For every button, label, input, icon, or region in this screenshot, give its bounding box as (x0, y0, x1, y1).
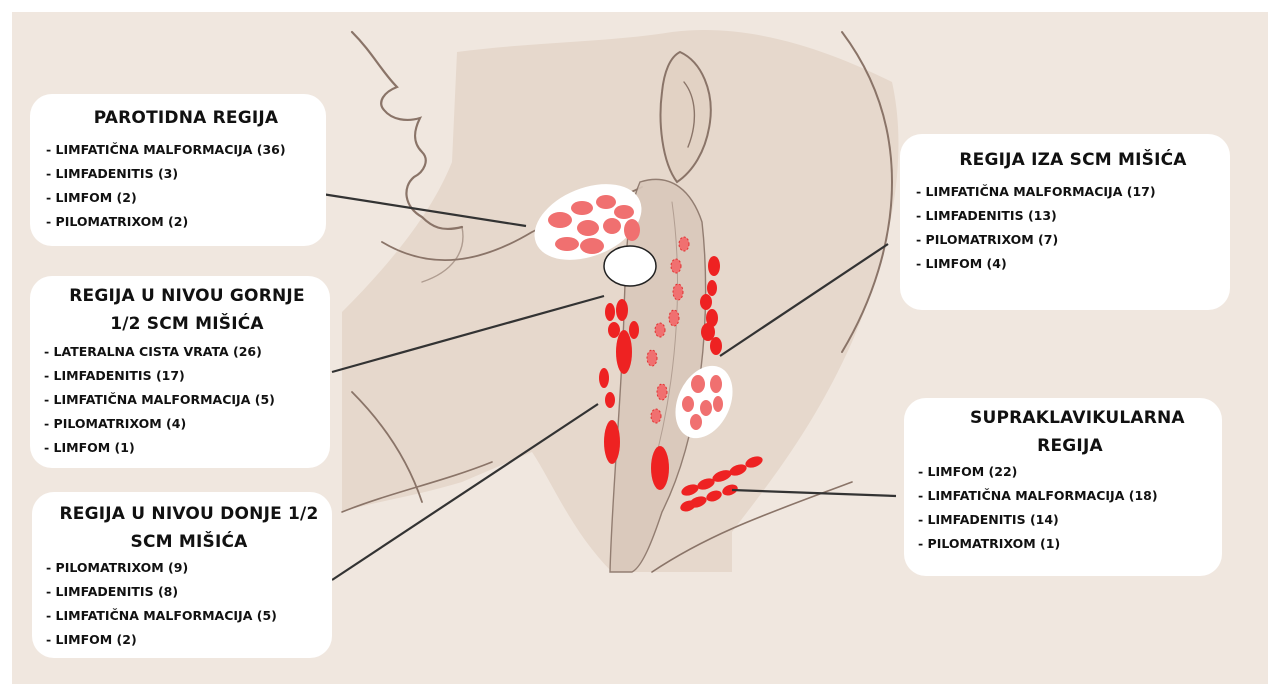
lesion-marker (682, 396, 694, 412)
lesion-marker (571, 201, 593, 215)
lesion-marker (608, 322, 620, 338)
lesion-marker (655, 323, 665, 337)
lesion-marker (700, 400, 712, 416)
lesion-marker (577, 220, 599, 236)
list-item: LIMFATIČNA MALFORMACIJA (5) (44, 388, 330, 412)
lesion-marker (673, 284, 683, 300)
list-item: LIMFOM (2) (46, 628, 332, 652)
list-item: LIMFADENITIS (13) (916, 204, 1230, 228)
list-item: LIMFATIČNA MALFORMACIJA (18) (918, 484, 1222, 508)
lesion-marker (700, 294, 712, 310)
lesion-marker (603, 218, 621, 234)
list-item: LIMFADENITIS (3) (46, 162, 326, 186)
list-item: LIMFADENITIS (8) (46, 580, 332, 604)
list-item: PILOMATRIXOM (9) (46, 556, 332, 580)
list-item: PILOMATRIXOM (1) (918, 532, 1222, 556)
lesion-marker (713, 396, 723, 412)
angle-highlight (604, 246, 656, 286)
lesion-marker (614, 205, 634, 219)
item-list: PILOMATRIXOM (9) LIMFADENITIS (8) LIMFAT… (46, 556, 332, 652)
card-title: REGIJA U NIVOU GORNJE 1/2 SCM MIŠIĆA (52, 282, 322, 338)
lesion-marker (604, 420, 620, 464)
list-item: PILOMATRIXOM (7) (916, 228, 1230, 252)
diagram-canvas: PAROTIDNA REGIJA LIMFATIČNA MALFORMACIJA… (12, 12, 1268, 684)
card-supraclavicular: SUPRAKLAVIKULARNA REGIJA LIMFOM (22) LIM… (904, 398, 1222, 576)
list-item: LIMFATIČNA MALFORMACIJA (36) (46, 138, 326, 162)
lesion-marker (669, 310, 679, 326)
card-title: REGIJA U NIVOU DONJE 1/2 SCM MIŠIĆA (54, 500, 324, 556)
item-list: LIMFATIČNA MALFORMACIJA (17) LIMFADENITI… (916, 180, 1230, 276)
lesion-marker (605, 392, 615, 408)
card-title: SUPRAKLAVIKULARNA REGIJA (970, 404, 1170, 460)
lesion-marker (616, 299, 628, 321)
lesion-marker (651, 446, 669, 490)
list-item: LIMFATIČNA MALFORMACIJA (5) (46, 604, 332, 628)
lesion-marker (580, 238, 604, 254)
lesion-marker (651, 409, 661, 423)
lesion-marker (710, 375, 722, 393)
list-item: LIMFADENITIS (14) (918, 508, 1222, 532)
lesion-marker (708, 256, 720, 276)
lesion-marker (555, 237, 579, 251)
card-title: PAROTIDNA REGIJA (46, 104, 326, 132)
lesion-marker (690, 414, 702, 430)
list-item: PILOMATRIXOM (2) (46, 210, 326, 234)
list-item: PILOMATRIXOM (4) (44, 412, 330, 436)
card-behind-scm: REGIJA IZA SCM MIŠIĆA LIMFATIČNA MALFORM… (900, 134, 1230, 310)
lesion-marker (548, 212, 572, 228)
item-list: LATERALNA CISTA VRATA (26) LIMFADENITIS … (44, 340, 330, 460)
lesion-marker (629, 321, 639, 339)
list-item: LIMFOM (2) (46, 186, 326, 210)
card-upper-scm: REGIJA U NIVOU GORNJE 1/2 SCM MIŠIĆA LAT… (30, 276, 330, 468)
lesion-marker (624, 219, 640, 241)
card-title: REGIJA IZA SCM MIŠIĆA (916, 146, 1230, 174)
lesion-marker (710, 337, 722, 355)
lesion-marker (707, 280, 717, 296)
card-lower-scm: REGIJA U NIVOU DONJE 1/2 SCM MIŠIĆA PILO… (32, 492, 332, 658)
list-item: LIMFADENITIS (17) (44, 364, 330, 388)
lesion-marker (599, 368, 609, 388)
lesion-marker (679, 237, 689, 251)
list-item: LIMFOM (4) (916, 252, 1230, 276)
lesion-marker (657, 384, 667, 400)
lesion-marker (596, 195, 616, 209)
card-parotid: PAROTIDNA REGIJA LIMFATIČNA MALFORMACIJA… (30, 94, 326, 246)
list-item: LIMFATIČNA MALFORMACIJA (17) (916, 180, 1230, 204)
lesion-marker (605, 303, 615, 321)
list-item: LIMFOM (1) (44, 436, 330, 460)
lesion-marker (671, 259, 681, 273)
item-list: LIMFOM (22) LIMFATIČNA MALFORMACIJA (18)… (918, 460, 1222, 556)
list-item: LATERALNA CISTA VRATA (26) (44, 340, 330, 364)
item-list: LIMFATIČNA MALFORMACIJA (36) LIMFADENITI… (46, 138, 326, 234)
lesion-marker (616, 330, 632, 374)
lesion-marker (691, 375, 705, 393)
list-item: LIMFOM (22) (918, 460, 1222, 484)
lesion-marker (647, 350, 657, 366)
